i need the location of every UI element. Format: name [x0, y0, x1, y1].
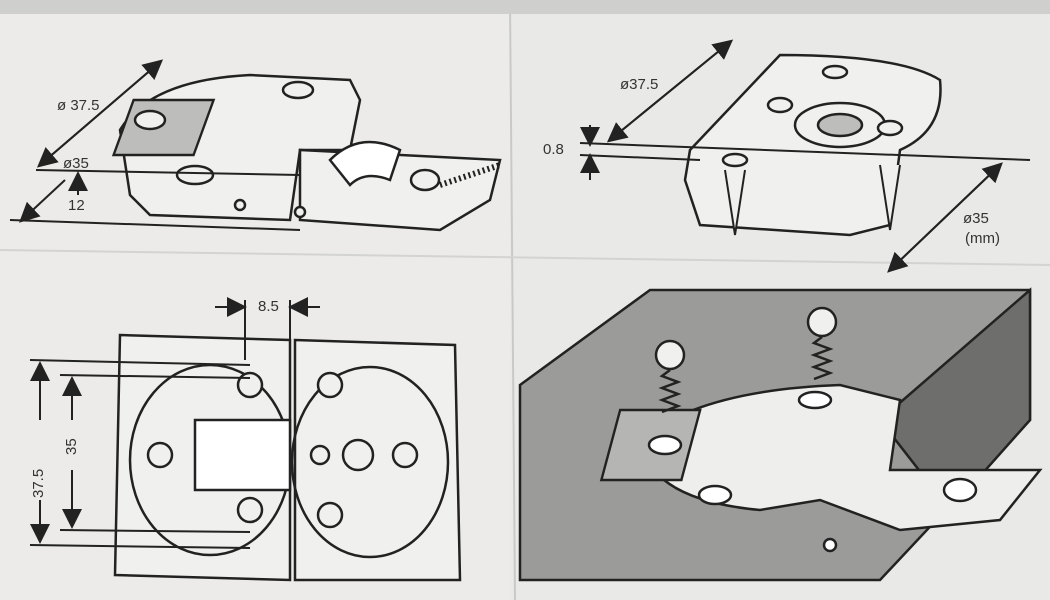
dimension-label-thickness: 0.8	[543, 141, 564, 158]
dimension-label-spacing: 8.5	[258, 298, 279, 315]
dimension-label-inner-height: 35	[63, 438, 80, 455]
dimension-label-outer-diameter: ø 37.5	[57, 97, 100, 114]
hinge-plan-view	[113, 333, 462, 582]
dimension-lines-plan	[29, 297, 320, 549]
dimension-label-outer-height: 37.5	[30, 468, 47, 498]
dimension-lines-right	[579, 39, 1031, 273]
hinge-cup-perspective-left	[111, 73, 502, 232]
dimension-label-outer-diameter-right: ø37.5	[620, 76, 659, 93]
dimension-label-inner-diameter-right: ø35	[963, 210, 989, 227]
hinge-installation-view	[518, 287, 1043, 582]
dimension-label-inner-diameter: ø35	[63, 155, 89, 172]
dimension-label-depth: 12	[68, 197, 85, 214]
unit-label: (mm)	[965, 230, 1000, 247]
hinge-cup-perspective-right	[683, 53, 942, 237]
dimension-lines-left	[9, 59, 301, 231]
